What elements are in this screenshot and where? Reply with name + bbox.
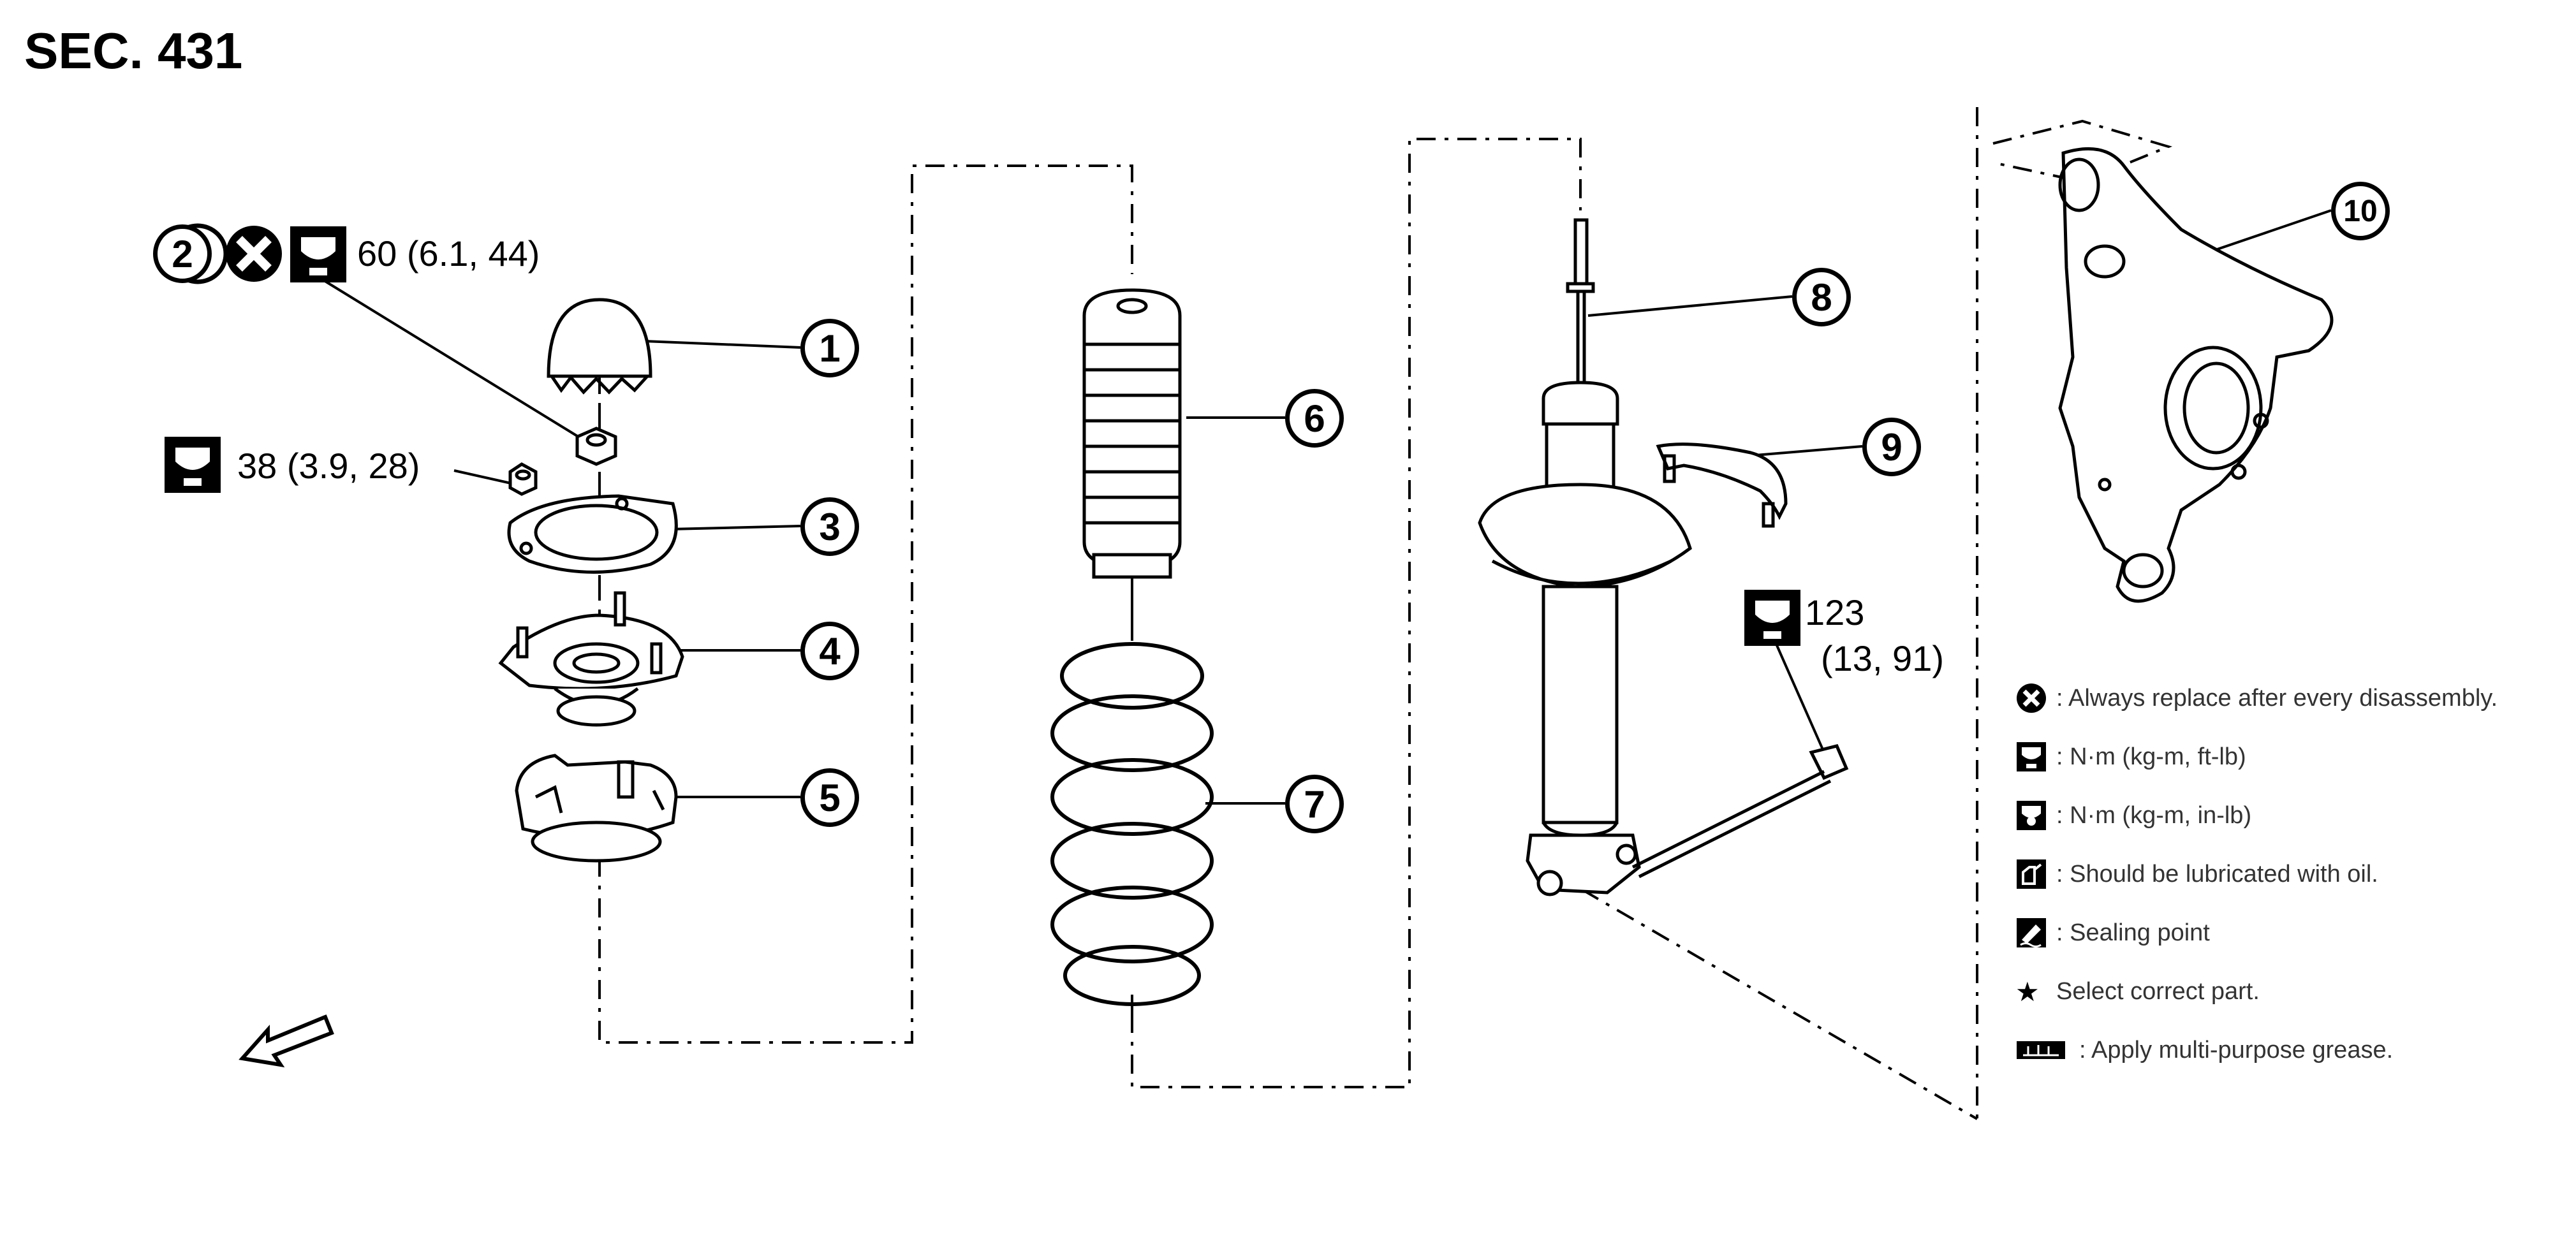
bracket-part bbox=[1656, 442, 1788, 528]
legend-text: : N·m (kg-m, in-lb) bbox=[2056, 801, 2252, 829]
callout-3: 3 bbox=[800, 497, 859, 556]
legend-item-grease: : Apply multi-purpose grease. bbox=[2015, 1028, 2393, 1072]
callout-7: 7 bbox=[1285, 775, 1344, 833]
knuckle-part bbox=[2058, 147, 2334, 603]
callout-1: 1 bbox=[800, 319, 859, 377]
oil-can-icon bbox=[2015, 858, 2056, 890]
callout-2: 2 bbox=[153, 224, 212, 283]
legend-item-select-part: ★ Select correct part. bbox=[2015, 969, 2260, 1014]
mounting-insulator-part bbox=[498, 591, 684, 727]
bolt-part bbox=[1631, 744, 1849, 879]
legend-text: Select correct part. bbox=[2056, 977, 2260, 1005]
callout-5: 5 bbox=[800, 768, 859, 827]
legend-text: : Sealing point bbox=[2056, 919, 2210, 946]
callout-6: 6 bbox=[1285, 389, 1344, 448]
small-nut-part bbox=[508, 462, 538, 496]
grease-icon bbox=[2015, 1039, 2079, 1062]
section-title: SEC. 431 bbox=[24, 22, 243, 79]
callout-4: 4 bbox=[800, 622, 859, 680]
nut-2-part bbox=[575, 427, 617, 466]
legend-item-sealing: : Sealing point bbox=[2015, 910, 2210, 955]
torque-icon-t2 bbox=[165, 437, 221, 493]
shock-absorber-part bbox=[1478, 218, 1692, 896]
torque-label-bolt-line1: 123 bbox=[1805, 592, 1865, 632]
callout-8: 8 bbox=[1792, 268, 1851, 326]
gasket-plate-part bbox=[507, 494, 678, 574]
torque-label-mount-nut: 38 (3.9, 28) bbox=[237, 446, 420, 486]
legend-item-always-replace: : Always replace after every disassembly… bbox=[2015, 676, 2498, 720]
front-direction-arrow bbox=[239, 1014, 334, 1068]
legend-text: : Apply multi-purpose grease. bbox=[2079, 1036, 2394, 1063]
torque-label-nut-2: 60 (6.1, 44) bbox=[357, 233, 540, 274]
callout-9: 9 bbox=[1862, 418, 1921, 476]
dust-cap-part bbox=[547, 298, 652, 395]
legend-text: : Should be lubricated with oil. bbox=[2056, 860, 2378, 888]
always-replace-icon bbox=[2015, 682, 2056, 714]
star-icon: ★ bbox=[2015, 976, 2040, 1007]
legend-item-oil: : Should be lubricated with oil. bbox=[2015, 852, 2378, 896]
legend-item-torque-in-lb: : N·m (kg-m, in-lb) bbox=[2015, 793, 2251, 838]
callout-10: 10 bbox=[2331, 182, 2390, 240]
legend-text: : Always replace after every disassembly… bbox=[2056, 684, 2498, 712]
legend-item-torque-ft-lb: : N·m (kg-m, ft-lb) bbox=[2015, 734, 2246, 779]
dashed-assembly-lines bbox=[598, 107, 2173, 1120]
legend-text: : N·m (kg-m, ft-lb) bbox=[2056, 743, 2246, 770]
torque-wrench-in-lb-icon bbox=[2015, 800, 2056, 831]
torque-wrench-ft-lb-icon bbox=[2015, 741, 2056, 773]
bump-stopper-part bbox=[1082, 288, 1182, 579]
sealing-point-icon bbox=[2015, 917, 2056, 949]
torque-label-bolt-line2: (13, 91) bbox=[1821, 638, 1944, 678]
bearing-seat-part bbox=[515, 754, 678, 863]
torque-icon-t3 bbox=[1744, 590, 1800, 646]
coil-spring-part bbox=[1050, 642, 1214, 1006]
